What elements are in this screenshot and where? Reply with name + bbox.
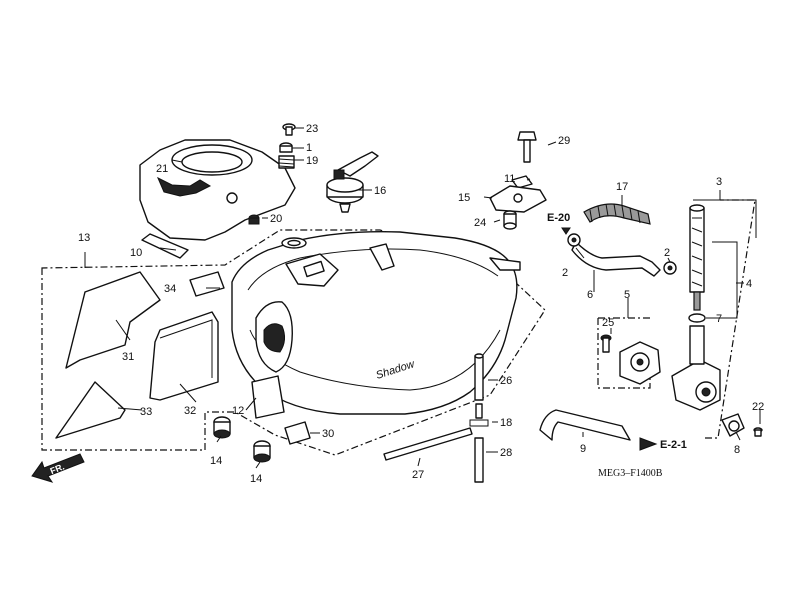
callout-27: 27	[412, 469, 424, 481]
callout-16: 16	[374, 185, 386, 197]
damper-14a	[213, 416, 231, 439]
o-ring-7	[688, 313, 706, 323]
fuel-valve-3	[671, 204, 721, 411]
hose-guard-17	[583, 203, 651, 225]
screw-25	[600, 334, 612, 353]
tube-26	[474, 353, 484, 401]
callout-19: 19	[306, 155, 318, 167]
hose-clip-2a	[567, 233, 581, 247]
callout-18: 18	[500, 417, 512, 429]
group-outline-right	[597, 199, 756, 439]
callout-22: 22	[752, 401, 764, 413]
screw-22	[753, 427, 763, 437]
joint-18	[469, 403, 489, 427]
front-arrow: FR.	[31, 453, 85, 483]
svg-text:E-20: E-20	[547, 212, 570, 224]
bracket-4	[712, 241, 738, 319]
grommet-20	[248, 214, 260, 225]
callout-20: 20	[270, 213, 282, 225]
bracket-15	[489, 185, 547, 213]
tube-28	[474, 437, 484, 483]
pad-32	[149, 311, 219, 401]
fuel-tank: Shadow	[231, 230, 521, 415]
tube-27	[383, 427, 473, 461]
callout-2b: 2	[664, 247, 670, 259]
callout-23: 23	[306, 123, 318, 135]
fuel-hose-9	[539, 409, 631, 441]
bolt-23	[282, 123, 296, 136]
svg-text:E-2-1: E-2-1	[660, 439, 687, 451]
callout-9: 9	[580, 443, 586, 455]
callout-32: 32	[184, 405, 196, 417]
callout-12: 12	[232, 405, 244, 417]
callout-21: 21	[156, 163, 168, 175]
nut-11	[511, 175, 533, 189]
callout-11: 11	[504, 173, 515, 185]
callout-2a: 2	[562, 267, 568, 279]
callout-5: 5	[624, 289, 630, 301]
callout-17: 17	[616, 181, 628, 193]
collar-1	[279, 142, 293, 153]
pad-31	[65, 271, 161, 369]
leader-lines	[84, 127, 761, 469]
valve-body-5	[619, 341, 661, 385]
spring-19	[278, 155, 295, 169]
callout-14a: 14	[210, 455, 222, 467]
bolt-29	[517, 131, 537, 163]
collar-24	[503, 210, 517, 230]
hose-guard-coils	[589, 203, 641, 224]
callout-4: 4	[746, 278, 752, 290]
callout-25: 25	[602, 317, 614, 329]
tank-shroud-21	[139, 139, 296, 241]
figure-code: MEG3–F1400B	[598, 468, 663, 479]
callout-6: 6	[587, 289, 593, 301]
callout-8: 8	[734, 444, 740, 456]
group-outline-left	[41, 229, 546, 456]
ref-e21: E-2-1	[639, 437, 687, 451]
callout-31: 31	[122, 351, 134, 363]
callout-13: 13	[78, 232, 90, 244]
callout-24: 24	[474, 217, 486, 229]
callout-26: 26	[500, 375, 512, 387]
fuel-hose-6	[571, 241, 661, 277]
callout-1: 1	[306, 142, 312, 154]
pad-33	[55, 381, 126, 439]
callout-14b: 14	[250, 473, 262, 485]
pad-30	[284, 421, 311, 445]
callout-34: 34	[164, 283, 176, 295]
damper-14b	[253, 440, 271, 463]
rubber-strip-10	[141, 233, 189, 259]
callout-7: 7	[716, 313, 722, 325]
callout-33: 33	[140, 406, 152, 418]
fuel-cap-16	[326, 151, 379, 213]
ref-e20: E-20	[547, 212, 571, 235]
bracket-3	[693, 199, 757, 238]
pad-12	[251, 375, 285, 419]
strainer-cup-8	[721, 413, 745, 437]
callout-10: 10	[130, 247, 142, 259]
hose-clip-2b	[663, 261, 677, 275]
callout-29: 29	[558, 135, 570, 147]
callout-28: 28	[500, 447, 512, 459]
pad-34	[189, 271, 225, 297]
callout-3: 3	[716, 176, 722, 188]
callout-15: 15	[458, 192, 470, 204]
callout-30: 30	[322, 428, 334, 440]
